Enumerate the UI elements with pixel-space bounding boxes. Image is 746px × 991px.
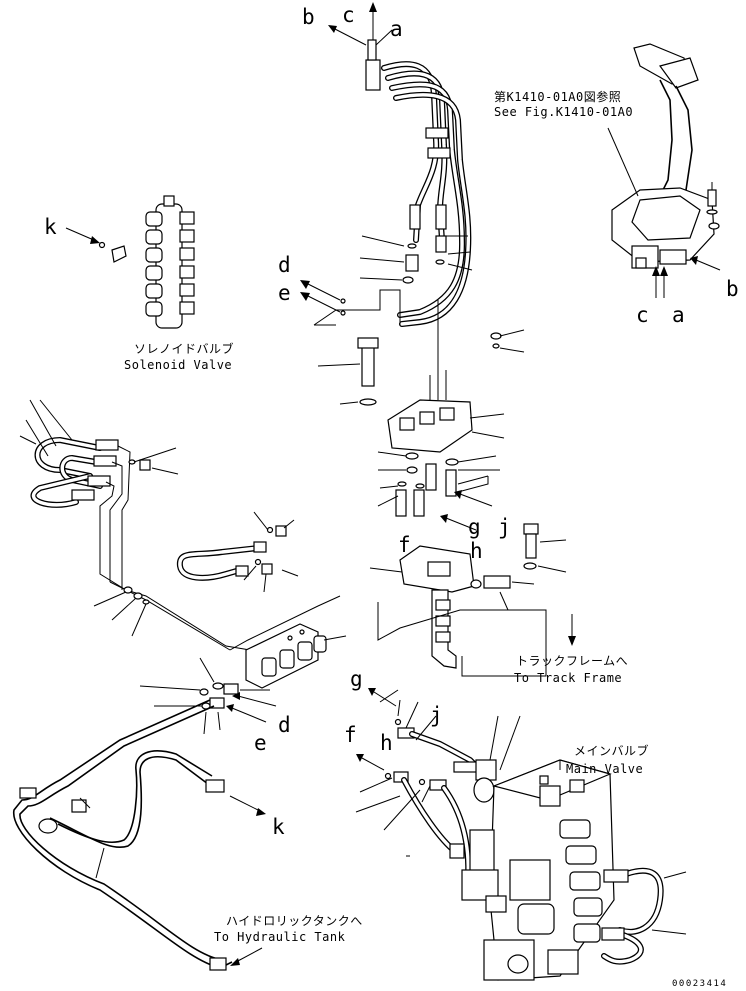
label-d-mid: d bbox=[278, 713, 291, 737]
center-block bbox=[317, 300, 525, 453]
label-f-top: f bbox=[398, 533, 411, 557]
track-frame-arrow bbox=[568, 614, 576, 646]
main-valve bbox=[461, 759, 615, 981]
main-valve-jp: メインバルブ bbox=[574, 743, 649, 758]
label-h-bottom: h bbox=[380, 731, 393, 755]
label-c-pedal: c bbox=[636, 303, 649, 327]
bundle-leaders bbox=[359, 235, 473, 281]
see-fig-en: See Fig.K1410-01A0 bbox=[494, 105, 633, 119]
lower-fittings bbox=[355, 689, 521, 883]
label-c-top: c bbox=[342, 3, 355, 27]
lower-arrows bbox=[356, 688, 397, 771]
see-fig-jp: 第K1410-01A0図参照 bbox=[494, 89, 621, 104]
label-j-top: j bbox=[498, 515, 511, 539]
label-k-bottom: k bbox=[272, 815, 285, 839]
tank-arrowhead bbox=[230, 958, 240, 966]
label-d-left: d bbox=[278, 253, 291, 277]
pedal-arrows bbox=[652, 256, 721, 298]
top-direction-arrows bbox=[328, 2, 393, 46]
k-arrowhead-left bbox=[90, 236, 100, 244]
left-hose-loop bbox=[19, 399, 251, 651]
de-arrows-left bbox=[300, 280, 401, 326]
label-h-top: h bbox=[470, 539, 483, 563]
label-a-pedal: a bbox=[672, 303, 685, 327]
k-arrow-left bbox=[65, 227, 97, 242]
gh-arrows bbox=[440, 490, 493, 531]
de-arrows-mid bbox=[226, 692, 277, 723]
tank-arrow bbox=[235, 947, 263, 963]
manifold-block bbox=[139, 623, 347, 735]
label-k-left: k bbox=[44, 215, 57, 239]
label-e-mid: e bbox=[254, 731, 267, 755]
main-valve-side-hose bbox=[601, 867, 687, 965]
label-f-bottom: f bbox=[344, 723, 357, 747]
right-bolt bbox=[523, 523, 567, 573]
solenoid-valve bbox=[98, 195, 195, 329]
label-g-top: g bbox=[468, 515, 481, 539]
label-a-top: a bbox=[390, 17, 403, 41]
pedal-assembly bbox=[611, 43, 720, 269]
track-en: To Track Frame bbox=[514, 671, 622, 685]
small-hose bbox=[176, 511, 341, 651]
label-g-bottom: g bbox=[350, 667, 363, 691]
block-fittings bbox=[377, 451, 500, 517]
label-j-bottom: j bbox=[430, 703, 443, 727]
tank-jp: ハイドロリックタンクへ bbox=[226, 914, 363, 928]
mounting-bracket bbox=[369, 545, 547, 677]
main-valve-en: Main Valve bbox=[566, 762, 643, 776]
tank-return-line bbox=[13, 699, 233, 971]
upper-hose-bundle bbox=[365, 39, 472, 327]
drawing-number: 00023414 bbox=[672, 979, 727, 989]
solenoid-jp: ソレノイドバルブ bbox=[134, 341, 234, 356]
tank-en: To Hydraulic Tank bbox=[214, 930, 346, 944]
solenoid-en: Solenoid Valve bbox=[124, 358, 232, 372]
k-arrow-bottom bbox=[229, 795, 263, 813]
label-b-pedal: b bbox=[726, 277, 739, 301]
k-arrowhead-bottom bbox=[256, 808, 266, 816]
track-jp: トラックフレームへ bbox=[516, 654, 628, 668]
label-b-top: b bbox=[302, 5, 315, 29]
label-e-left: e bbox=[278, 281, 291, 305]
see-fig-leader bbox=[607, 127, 639, 197]
